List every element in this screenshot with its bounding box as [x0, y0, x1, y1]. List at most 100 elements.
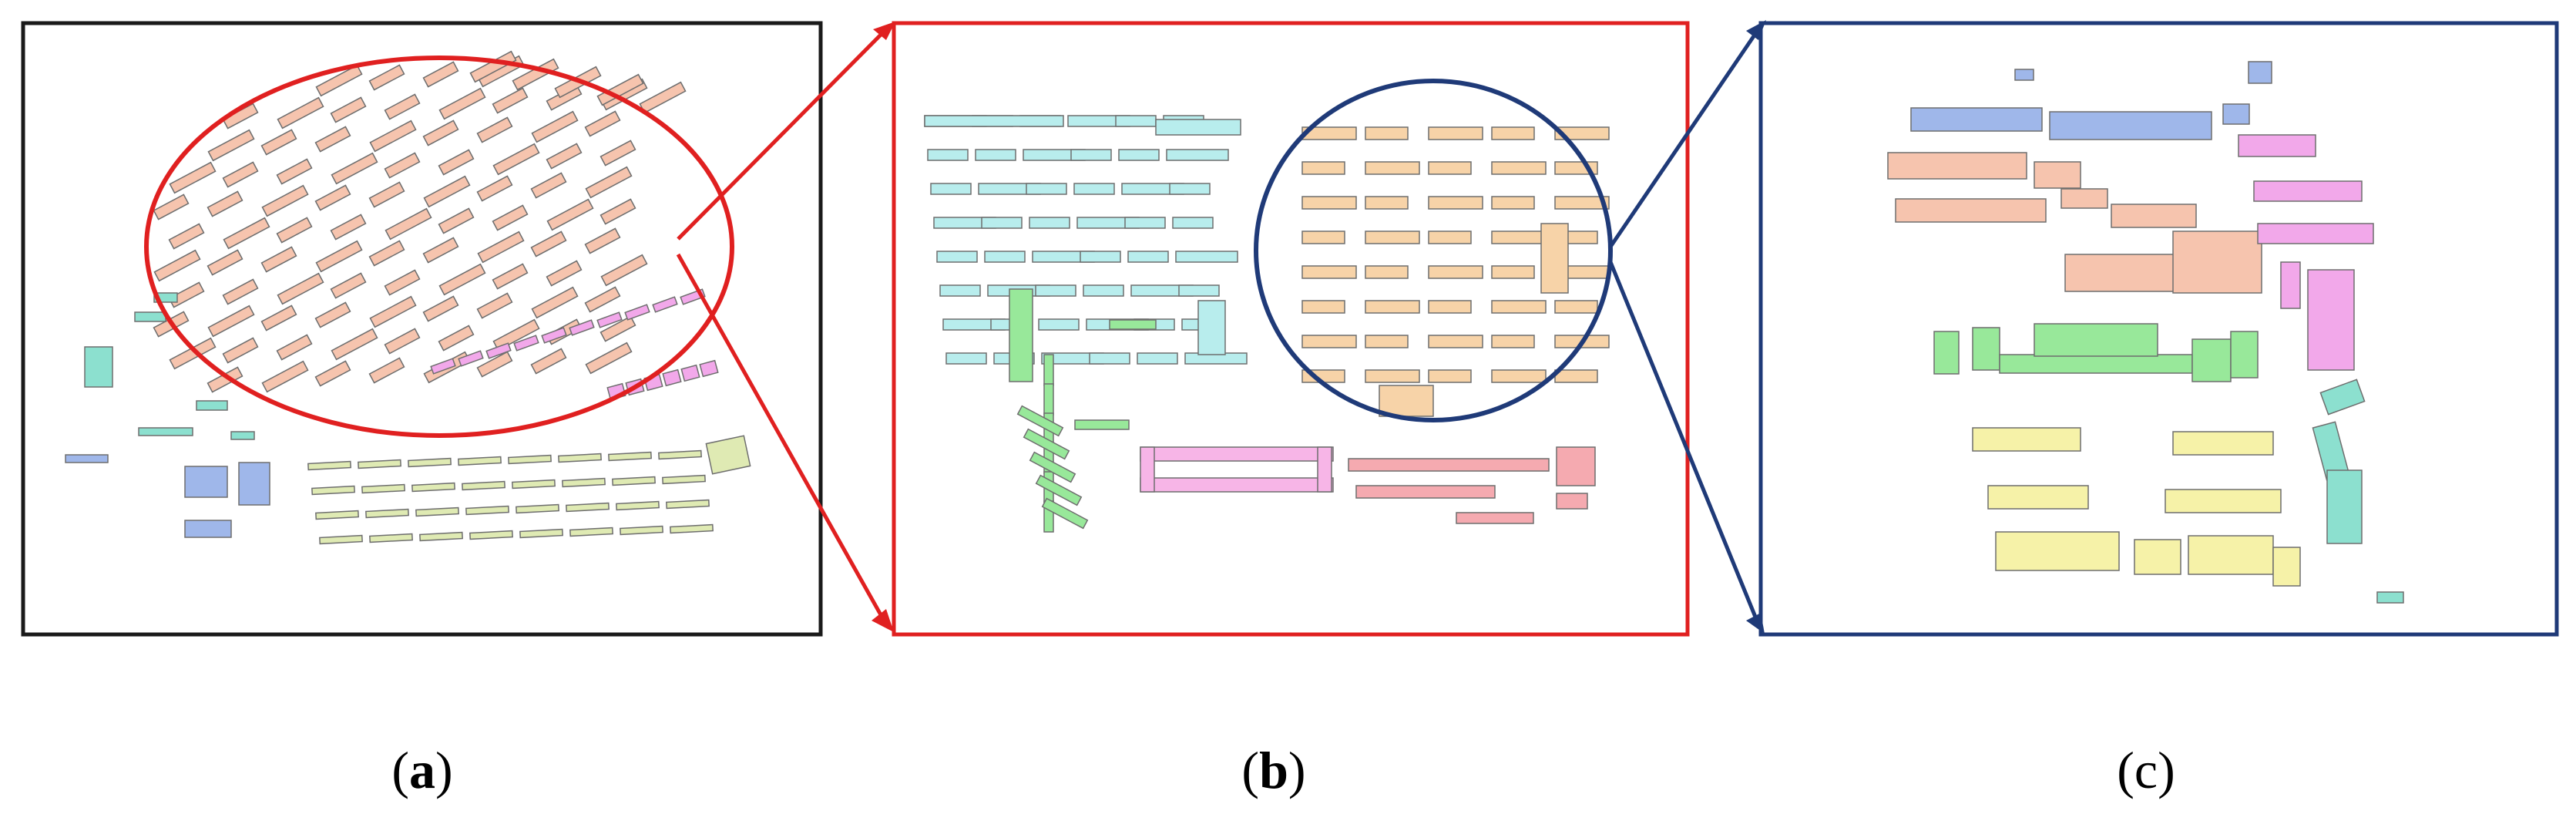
panel-a-building-magenta [458, 350, 484, 367]
panel-a-building-salmon [260, 305, 297, 331]
panel-a-building-salmon [330, 272, 367, 299]
panel-c-building-green [1999, 354, 2193, 374]
panel-a-building-salmon [153, 193, 190, 220]
panel-a-building-salmon [222, 278, 259, 305]
panel-a-building-olive [612, 476, 656, 486]
panel-a-building-blue [184, 520, 232, 538]
panel-b-building-cyan [1137, 352, 1178, 365]
panel-b-building-cyan [1038, 318, 1080, 331]
panel-a-building-salmon [384, 269, 421, 296]
panel-a-building-salmon [260, 129, 297, 156]
panel-a-building-salmon [314, 126, 351, 153]
panel-b-building-cyan [945, 352, 987, 365]
panel-a-building-salmon [168, 223, 205, 250]
panel-b-building-green [1074, 419, 1130, 430]
panel-a-building-salmon [385, 207, 432, 241]
panel-b-building-peach [1301, 300, 1345, 314]
connector-a-b-top-arrow [873, 22, 895, 40]
panel-a-building-olive [705, 435, 751, 475]
panel-a-building-salmon [314, 184, 351, 211]
panel-b-building-peach [1365, 335, 1409, 348]
panel-a-building-salmon [438, 87, 486, 120]
panel-b-building-red [1355, 485, 1496, 499]
panel-a-building-olive [365, 508, 409, 519]
panel-a-building-olive [307, 460, 351, 471]
panel-a-building-olive [315, 510, 359, 520]
panel-c-building-blue [2014, 69, 2034, 81]
panel-c-building-yellow [1987, 485, 2089, 510]
panel-b-building-cyan [1118, 149, 1160, 161]
panel-b-building-peach [1428, 300, 1472, 314]
panel-c-building-salmon [2111, 204, 2197, 228]
panel-c-frame [1758, 21, 2559, 637]
panel-a-building-salmon [384, 152, 421, 179]
panel-a-building-magenta [662, 368, 682, 387]
panel-a-building-teal [134, 311, 166, 322]
panel-a-building-salmon [476, 351, 513, 378]
panel-a-building-salmon [207, 366, 243, 393]
panel-b-building-cyan [1070, 149, 1112, 161]
panel-a-building-olive [616, 500, 660, 511]
panel-b-building-peach [1491, 161, 1547, 175]
panel-a-building-magenta [699, 359, 719, 378]
panel-a-building-magenta [680, 364, 700, 382]
panel-b-building-cyan [984, 251, 1026, 263]
panel-a-building-salmon [492, 318, 540, 352]
panel-b-building-cyan [936, 251, 978, 263]
panel-b-building-peach [1554, 196, 1610, 210]
panel-a-building-salmon [530, 230, 567, 257]
panel-a-building-salmon [531, 286, 579, 319]
panel-a-building-salmon [530, 172, 567, 199]
panel-a-building-salmon [477, 230, 525, 264]
panel-a-frame [21, 21, 823, 637]
panel-c-building-yellow [1995, 531, 2120, 571]
panel-c-building-yellow [2134, 539, 2181, 575]
panel-c: (c) [1758, 21, 2559, 799]
panel-a-building-blue [184, 466, 228, 498]
panel-a-building-olive [662, 474, 706, 485]
panel-a-building-olive [508, 454, 552, 465]
panel-a-building-salmon [260, 246, 297, 273]
panel-a-building-salmon [596, 73, 644, 106]
panel-b-building-peach [1365, 161, 1420, 175]
panel-b-building-peach [1554, 126, 1610, 140]
panel-b-building-cyan [1178, 284, 1220, 297]
panel-c-building-magenta [2280, 261, 2301, 309]
panel-b-building-red [1556, 493, 1588, 510]
panel-a-building-teal [84, 346, 113, 388]
panel-a-building-salmon [330, 214, 367, 241]
panel-a-building-salmon [277, 272, 324, 305]
panel-b-building-peach [1379, 385, 1434, 417]
panel-b-building-cyan [975, 149, 1016, 161]
panel-a-building-salmon [422, 237, 459, 264]
panel-a-building-salmon [314, 360, 351, 387]
panel-a-building-salmon [331, 328, 378, 361]
panel-b-building-cyan [1127, 251, 1169, 263]
panel-a-building-magenta [513, 335, 539, 352]
panel-b-building-cyan [939, 284, 981, 297]
panel-b-building-cyan [924, 115, 1064, 127]
panel-b-building-green [1041, 497, 1089, 530]
panel-a-building-salmon [330, 96, 367, 123]
panel-b-building-cyan [1172, 217, 1214, 229]
panel-c-building-yellow [1972, 427, 2081, 452]
panel-a-building-blue [65, 454, 109, 463]
panel-b-building-peach [1491, 335, 1535, 348]
panel-c-building-salmon [2172, 230, 2262, 294]
panel-a-building-olive [658, 449, 702, 460]
panel-b-building-cyan [1026, 183, 1067, 195]
panel-b-building-peach [1301, 161, 1345, 175]
panel-a-building-salmon [369, 295, 417, 328]
panel-a-building-salmon [422, 61, 459, 88]
panel-a-building-salmon [422, 295, 459, 322]
panel-b-building-cyan [1175, 251, 1238, 263]
panel-b-building-cyan [1080, 251, 1121, 263]
panel-b-building-peach [1428, 196, 1483, 210]
panel-a-building-salmon [369, 119, 417, 153]
panel-b-building-green [1035, 474, 1083, 506]
panel-c-building-blue [2222, 103, 2250, 125]
panel-b-building-peach [1491, 230, 1547, 244]
panel-a-building-salmon [476, 292, 513, 319]
panel-a-building-salmon [546, 143, 583, 170]
